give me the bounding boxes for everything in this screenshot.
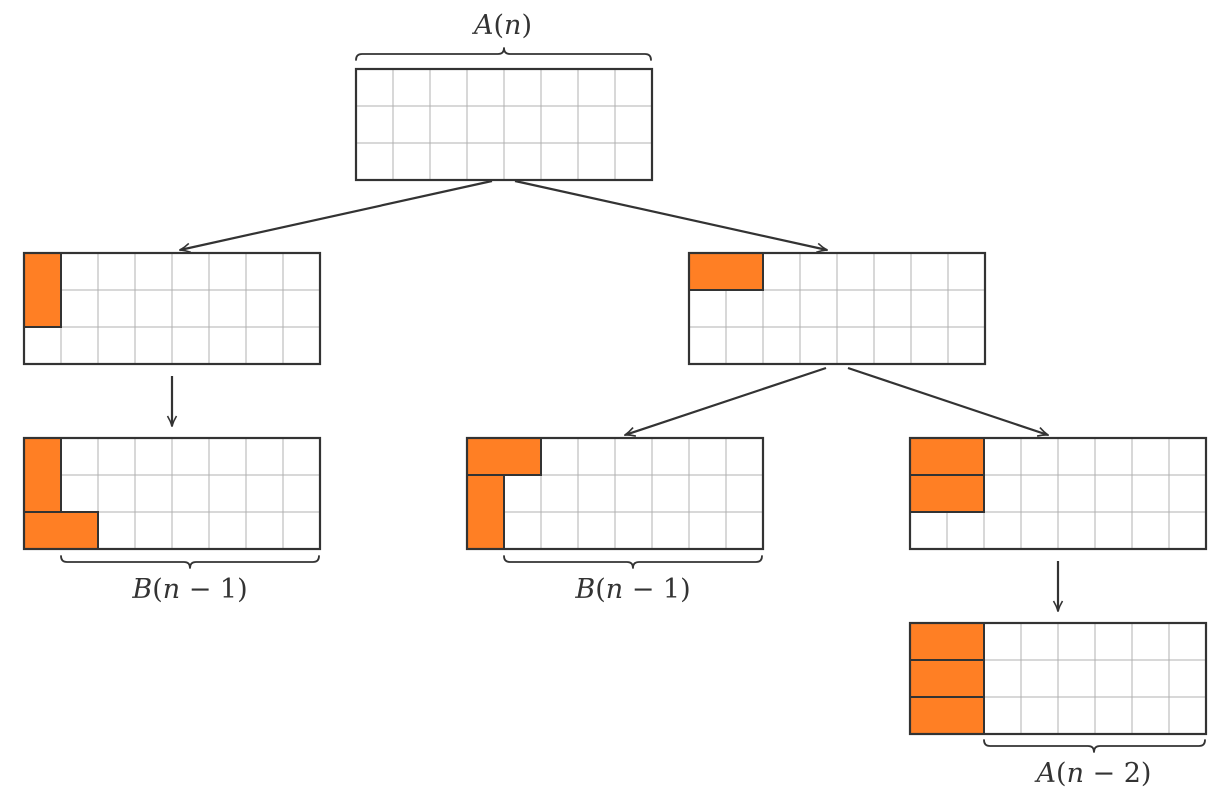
domino-tile — [466, 474, 505, 550]
board-three-horizontal — [908, 621, 1208, 736]
brace-bottom-left — [60, 555, 320, 569]
domino-tile — [23, 252, 62, 328]
board-outline — [22, 251, 322, 366]
label-a-n-2: A(n − 2) — [1034, 758, 1152, 789]
label-a-n: A(n) — [471, 10, 532, 41]
board-outline — [687, 251, 987, 366]
board-outline — [22, 436, 322, 551]
domino-tile — [466, 437, 542, 476]
board-vertical-first — [22, 251, 322, 366]
brace-bottom-right — [983, 739, 1206, 753]
label-b-n-1-middle: B(n − 1) — [574, 574, 690, 605]
arrow-horizontal-first-to-left-child — [625, 366, 827, 435]
board-outline — [465, 436, 765, 551]
domino-tile — [23, 437, 62, 513]
brace-top — [355, 47, 652, 61]
board-outline — [354, 67, 654, 182]
braces — [60, 47, 1206, 753]
label-b-n-1-left: B(n − 1) — [131, 574, 247, 605]
arrow-root-to-horizontal-first — [514, 179, 827, 250]
board-outline — [908, 621, 1208, 736]
arrows — [172, 179, 1058, 611]
domino-tile — [909, 659, 985, 698]
board-two-horizontal — [908, 436, 1208, 551]
board-root — [354, 67, 654, 182]
arrow-horizontal-first-to-right-child — [847, 366, 1048, 435]
arrow-root-to-vertical-first — [180, 179, 493, 250]
board-horizontal-first — [687, 251, 987, 366]
board-outline — [908, 436, 1208, 551]
domino-tile — [909, 474, 985, 513]
domino-tile — [23, 511, 99, 550]
board-horizontal-then-vertical — [465, 436, 765, 551]
brace-bottom-middle — [503, 555, 763, 569]
board-vertical-then-bottom — [22, 436, 322, 551]
domino-tile — [909, 696, 985, 735]
domino-tile — [909, 622, 985, 661]
domino-tile — [909, 437, 985, 476]
domino-tile — [688, 252, 764, 291]
